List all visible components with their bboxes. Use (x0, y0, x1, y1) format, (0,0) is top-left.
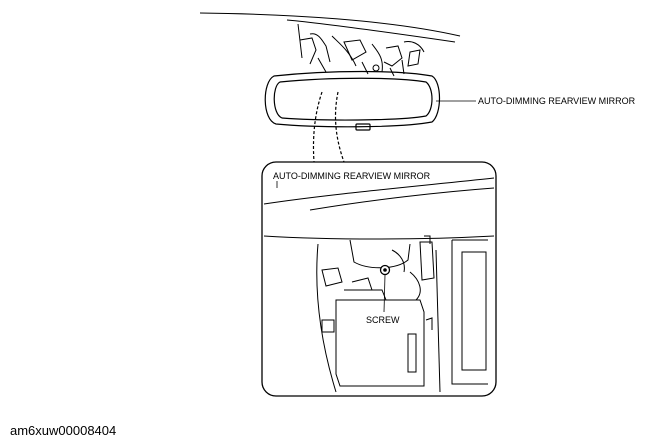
roof-header-drawing (199, 12, 461, 77)
detail-inset (261, 161, 497, 397)
detail-connector (312, 91, 345, 163)
inset-title-label: AUTO-DIMMING REARVIEW MIRROR (273, 171, 431, 181)
mirror-callout-label: AUTO-DIMMING REARVIEW MIRROR (478, 96, 636, 106)
screw-label: SCREW (366, 315, 400, 325)
rearview-mirror (264, 70, 441, 131)
figure-code: am6xuw00008404 (10, 423, 116, 438)
